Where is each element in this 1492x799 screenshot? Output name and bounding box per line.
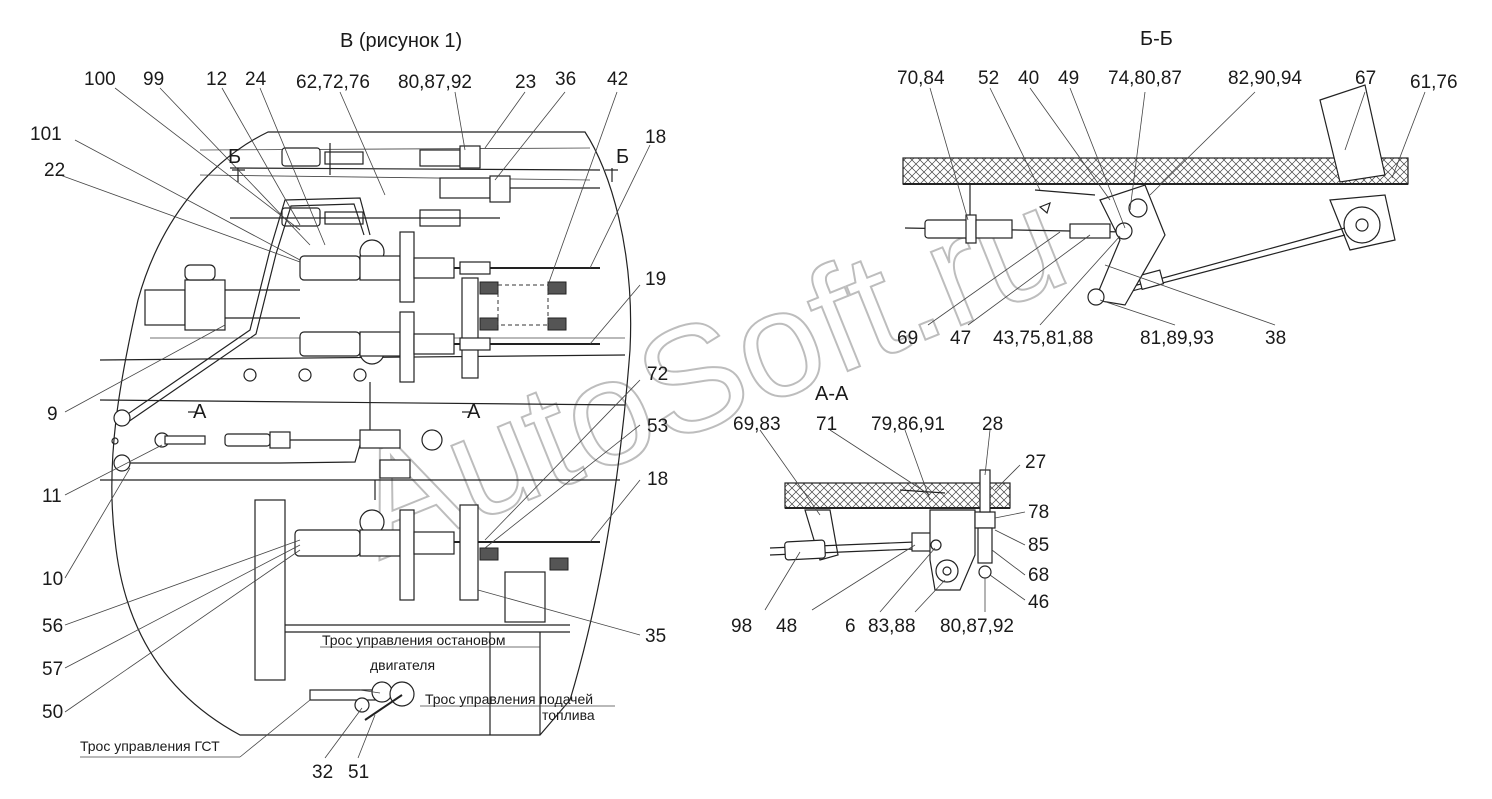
bb-label-47: 47 [950, 328, 971, 349]
bb-label-61-76: 61,76 [1410, 72, 1458, 93]
label-56: 56 [42, 616, 63, 637]
aa-label-46: 46 [1028, 592, 1049, 613]
label-100: 100 [84, 69, 116, 90]
section-bb-title: Б-Б [1140, 28, 1173, 50]
main-view [99, 131, 632, 736]
aa-label-68: 68 [1028, 565, 1049, 586]
bb-label-67: 67 [1355, 68, 1376, 89]
label-57: 57 [42, 659, 63, 680]
label-18-top: 18 [645, 127, 666, 148]
note-fuel-cable-2: топлива [542, 707, 595, 723]
aa-label-48: 48 [776, 616, 797, 637]
label-51: 51 [348, 762, 369, 783]
aa-label-28: 28 [982, 414, 1003, 435]
bb-label-49: 49 [1058, 68, 1079, 89]
section-aa-leaders [759, 429, 1026, 613]
note-stop-cable-2: двигателя [370, 657, 435, 673]
label-62-72-76: 62,72,76 [296, 72, 370, 93]
aa-label-79-86-91: 79,86,91 [871, 414, 945, 435]
aa-label-80-87-92: 80,87,92 [940, 616, 1014, 637]
aa-label-6: 6 [845, 616, 856, 637]
main-labels: В (рисунок 1) 100 99 12 24 62,72,76 80,8… [30, 30, 668, 783]
label-22: 22 [44, 160, 65, 181]
label-11: 11 [42, 486, 62, 507]
label-42: 42 [607, 69, 628, 90]
bb-label-74-80-87: 74,80,87 [1108, 68, 1182, 89]
aa-label-85: 85 [1028, 535, 1049, 556]
aa-label-98: 98 [731, 616, 752, 637]
label-23: 23 [515, 72, 536, 93]
bb-label-40: 40 [1018, 68, 1039, 89]
note-fuel-cable-1: Трос управления подачей [425, 691, 593, 707]
label-19: 19 [645, 269, 666, 290]
section-mark-b-left: Б [228, 146, 241, 168]
aa-label-78: 78 [1028, 502, 1049, 523]
section-mark-b-right: Б [616, 146, 629, 168]
section-aa-title: А-А [815, 383, 849, 405]
bb-label-82-90-94: 82,90,94 [1228, 68, 1302, 89]
label-9: 9 [47, 404, 58, 425]
bb-label-38: 38 [1265, 328, 1286, 349]
label-53: 53 [647, 416, 668, 437]
label-72: 72 [647, 364, 668, 385]
aa-label-69-83: 69,83 [733, 414, 781, 435]
section-mark-a-right: А [467, 401, 481, 423]
main-view-title: В (рисунок 1) [340, 30, 462, 52]
aa-label-71: 71 [816, 414, 837, 435]
bb-label-43-75-81-88: 43,75,81,88 [993, 328, 1093, 349]
aa-label-27: 27 [1025, 452, 1046, 473]
section-aa-view [769, 469, 1011, 591]
label-24: 24 [245, 69, 267, 90]
bb-label-69: 69 [897, 328, 918, 349]
label-35: 35 [645, 626, 666, 647]
bb-label-81-89-93: 81,89,93 [1140, 328, 1214, 349]
bb-label-70-84: 70,84 [897, 68, 945, 89]
label-50: 50 [42, 702, 63, 723]
aa-label-83-88: 83,88 [868, 616, 916, 637]
label-99: 99 [143, 69, 164, 90]
label-101: 101 [30, 124, 62, 145]
main-leaders [59, 87, 651, 759]
label-12: 12 [206, 69, 227, 90]
section-mark-a-left: А [193, 401, 207, 423]
section-bb-labels: Б-Б 70,84 52 40 49 74,80,87 82,90,94 67 … [897, 28, 1458, 349]
note-stop-cable-1: Трос управления остановом [322, 632, 506, 648]
section-bb-view [902, 84, 1409, 306]
label-10: 10 [42, 569, 63, 590]
note-gst-cable: Трос управления ГСТ [80, 738, 220, 754]
label-36: 36 [555, 69, 576, 90]
section-aa-labels: А-А 69,83 71 79,86,91 28 27 78 85 68 46 … [731, 383, 1049, 637]
section-bb-leaders [927, 87, 1426, 326]
label-18-bottom: 18 [647, 469, 668, 490]
label-32: 32 [312, 762, 333, 783]
bb-label-52: 52 [978, 68, 999, 89]
label-80-87-92: 80,87,92 [398, 72, 472, 93]
